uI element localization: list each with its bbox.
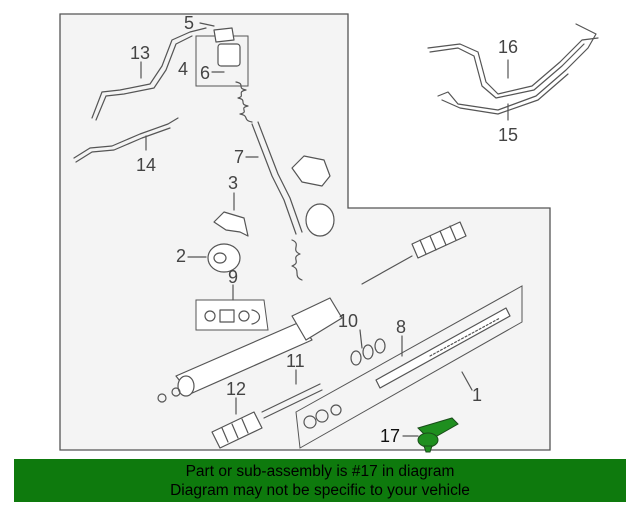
ring-left-a (157, 393, 167, 403)
boot-12-ribs (221, 418, 249, 443)
banner-line-disclaimer: Diagram may not be specific to your vehi… (170, 482, 470, 499)
seal-clip (251, 309, 261, 325)
tie-rod-11-b (263, 389, 323, 419)
ring-10b (362, 344, 374, 360)
callout-7: 7 (234, 147, 245, 167)
callout-17: 17 (380, 426, 401, 446)
valve-body (217, 43, 241, 67)
hose-15 (437, 23, 597, 111)
lower-spring (291, 239, 303, 281)
mount-bracket-3 (213, 211, 249, 237)
washer-c (330, 404, 342, 416)
input-shaft-7-side (257, 121, 303, 233)
seal-ring-b (238, 310, 250, 322)
washer-b (315, 409, 329, 423)
rack-housing-end (177, 375, 195, 397)
banner-line-part: Part or sub-assembly is #17 in diagram (185, 463, 455, 480)
hose-15-inner (441, 73, 569, 115)
callout-13: 13 (130, 43, 151, 63)
callout-15: 15 (498, 125, 519, 145)
callout-8: 8 (396, 317, 407, 337)
ring-10a (350, 350, 362, 366)
hose-16 (427, 37, 599, 95)
callout-16: 16 (498, 37, 519, 57)
boot-12 (211, 411, 263, 449)
callout-4: 4 (178, 59, 189, 79)
seal-block (219, 309, 235, 323)
boot-upper-ribs (419, 225, 457, 255)
ring-10c (374, 338, 386, 354)
assembly-panel (59, 13, 551, 451)
callout-6: 6 (200, 63, 211, 83)
leader-10 (359, 329, 363, 349)
info-banner: Part or sub-assembly is #17 in diagram D… (14, 459, 626, 502)
callout-14: 14 (136, 155, 157, 175)
callout-1: 1 (472, 385, 483, 405)
bushing-right (305, 203, 335, 237)
valve-nut (213, 27, 235, 43)
callout-3: 3 (228, 173, 239, 193)
washer-a (303, 415, 317, 429)
bushing-2 (207, 243, 241, 273)
hose-16-inner (429, 43, 585, 99)
tie-rod-upper (361, 255, 413, 285)
callout-11: 11 (286, 351, 305, 371)
seal-ring-a (204, 310, 216, 322)
mount-bracket-right (291, 155, 331, 187)
spring-stack (235, 81, 253, 123)
rack-bar-8 (375, 307, 511, 389)
callout-12: 12 (226, 379, 247, 399)
rack-teeth (429, 317, 501, 357)
tie-rod-end-17 (417, 417, 459, 453)
tie-rod-11 (261, 383, 321, 413)
input-shaft-7 (251, 123, 297, 235)
leader-5 (199, 22, 215, 27)
callout-5: 5 (184, 13, 195, 33)
callout-9: 9 (228, 267, 239, 287)
callout-10: 10 (338, 311, 359, 331)
leader-1 (461, 371, 473, 391)
callout-2: 2 (176, 246, 187, 266)
return-tube-14-inner (75, 127, 171, 163)
pinion-housing (291, 297, 343, 341)
bushing-2-hole (213, 252, 227, 264)
pressure-tube-13 (91, 27, 207, 119)
pressure-tube-13-inner (95, 35, 193, 121)
ring-left-b (171, 387, 181, 397)
rack-housing-box (295, 285, 523, 449)
return-tube-14 (73, 117, 179, 159)
